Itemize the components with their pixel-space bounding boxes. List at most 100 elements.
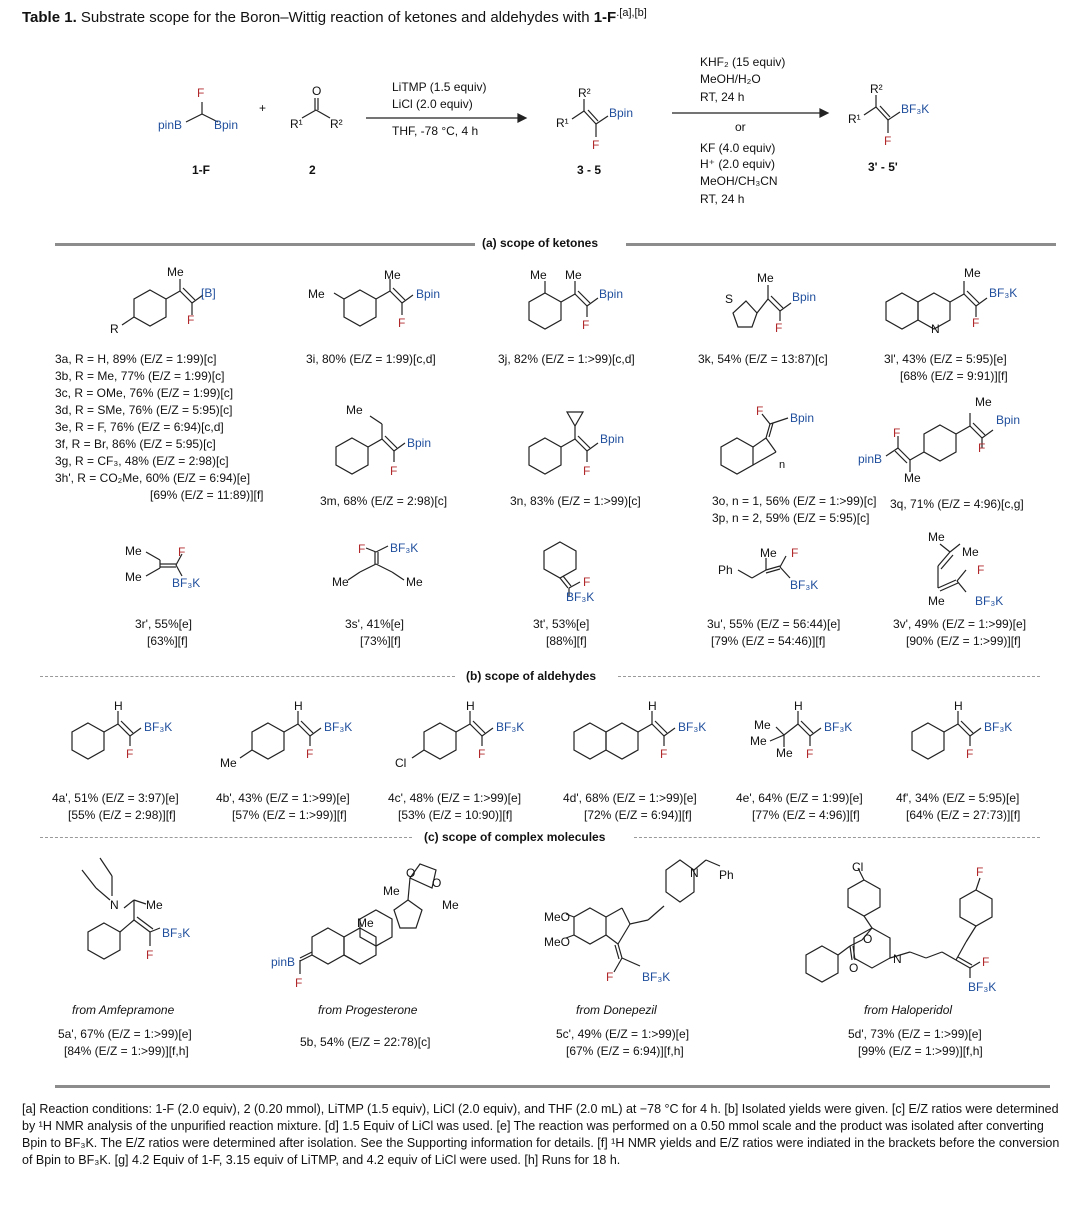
3s-BF3K: BF₃K: [390, 541, 419, 555]
section-c-rule-left: [40, 837, 412, 838]
ketone-row2-structures: [335, 411, 994, 475]
5b-pinB: pinB: [271, 955, 296, 969]
5c-MeO-2: MeO: [544, 935, 571, 949]
3s-caption-2: [73%][f]: [360, 634, 401, 648]
5c-caption-2: [67% (E/Z = 6:94)][f,h]: [566, 1044, 684, 1058]
3o-F: F: [756, 404, 764, 418]
carbonyl-O: O: [312, 84, 322, 98]
3n-caption: 3n, 83% (E/Z = 1:>99)[c]: [510, 494, 641, 508]
5a-BF3K: BF₃K: [162, 926, 191, 940]
3a-list-7: 3h', R = CO₂Me, 60% (E/Z = 6:94)[e]: [55, 471, 251, 485]
5b-caption: 5b, 54% (E/Z = 22:78)[c]: [300, 1035, 431, 1049]
4f-BF3K: BF₃K: [984, 720, 1013, 734]
3a-B: [B]: [201, 286, 216, 300]
5d-from: from Haloperidol: [864, 1003, 953, 1017]
4e-caption-2: [77% (E/Z = 4:96)][f]: [752, 808, 860, 822]
4c-BF3K: BF₃K: [496, 720, 525, 734]
5a-F: F: [146, 948, 154, 962]
3k-S: S: [725, 292, 734, 306]
5b-from: from Progesterone: [318, 1003, 418, 1017]
3r-caption-2: [63%][f]: [147, 634, 188, 648]
conditions2-or: or: [735, 120, 746, 134]
5a-from: from Amfepramone: [72, 1003, 175, 1017]
5a-caption: 5a', 67% (E/Z = 1:>99)[e]: [58, 1027, 192, 1041]
section-c-title: (c) scope of complex molecules: [424, 830, 606, 844]
5d-O-ester: O: [863, 932, 873, 946]
3k-caption: 3k, 54% (E/Z = 13:87)[c]: [698, 352, 828, 366]
3q-Me-top: Me: [975, 395, 992, 409]
3p-caption: 3p, n = 2, 59% (E/Z = 5:95)[c]: [712, 511, 870, 525]
3q-pinB: pinB: [858, 452, 883, 466]
5d-F: F: [982, 955, 990, 969]
3a-list-3: 3d, R = SMe, 76% (E/Z = 5:95)[c]: [55, 403, 233, 417]
3r-Me-top: Me: [125, 544, 142, 558]
5d-N: N: [893, 952, 902, 966]
3t-caption-2: [88%][f]: [546, 634, 587, 648]
4b-caption-2: [57% (E/Z = 1:>99)][f]: [232, 808, 347, 822]
reagent-label: 1-F: [192, 163, 210, 177]
3t-F: F: [583, 575, 591, 589]
3l-BF3K: BF₃K: [989, 286, 1018, 300]
3r-caption: 3r', 55%[e]: [135, 617, 192, 631]
product-R2: R²: [870, 82, 883, 96]
5c-N: N: [690, 866, 699, 880]
3o-n: n: [779, 459, 786, 471]
3a-list-1: 3b, R = Me, 77% (E/Z = 1:99)[c]: [55, 369, 225, 383]
3r-F: F: [178, 545, 186, 559]
3j-Me-ring: Me: [530, 268, 547, 282]
3l-F: F: [972, 316, 980, 330]
reagent-F: F: [197, 86, 205, 100]
3k-F: F: [775, 321, 783, 335]
5a-N: N: [110, 898, 119, 912]
5d-Cl: Cl: [852, 860, 864, 874]
reagent-pinB: pinB: [158, 118, 183, 132]
4e-Me-2: Me: [750, 734, 767, 748]
4a-H: H: [114, 699, 123, 713]
3s-caption: 3s', 41%[e]: [345, 617, 404, 631]
3o-Bpin: Bpin: [790, 411, 815, 425]
4e-Me-1: Me: [754, 718, 771, 732]
intermediate-R1: R¹: [556, 116, 569, 130]
4a-caption-2: [55% (E/Z = 2:98)][f]: [68, 808, 176, 822]
section-a-rule-right: [626, 243, 1056, 246]
section-a-title: (a) scope of ketones: [482, 236, 599, 250]
4d-caption-2: [72% (E/Z = 6:94)][f]: [584, 808, 692, 822]
4d-F: F: [660, 747, 668, 761]
4d-H: H: [648, 699, 657, 713]
3a-F: F: [187, 313, 195, 327]
ketone-row1-structures: [121, 279, 988, 330]
4f-caption-2: [64% (E/Z = 27:73)][f]: [906, 808, 1021, 822]
4b-H: H: [294, 699, 303, 713]
4c-Cl: Cl: [395, 756, 407, 770]
3r-BF3K: BF₃K: [172, 576, 201, 590]
4b-caption: 4b', 43% (E/Z = 1:>99)[e]: [216, 791, 350, 805]
conditions2-top-3: RT, 24 h: [700, 90, 745, 104]
carbonyl-R2: R²: [330, 117, 343, 131]
table-label: Table 1.: [22, 9, 77, 26]
conditions2-bottom-3: MeOH/CH₃CN: [700, 174, 778, 188]
conditions1-line2: LiCl (2.0 equiv): [392, 97, 473, 111]
5d-O-carbonyl: O: [849, 961, 859, 975]
product-BF3K: BF₃K: [901, 102, 930, 116]
3m-Bpin: Bpin: [407, 436, 432, 450]
5c-MeO-1: MeO: [544, 910, 571, 924]
product-label: 3' - 5': [868, 160, 898, 174]
3o-caption: 3o, n = 1, 56% (E/Z = 1:>99)[c]: [712, 494, 877, 508]
intermediate-Bpin: Bpin: [609, 106, 634, 120]
3a-list-0: 3a, R = H, 89% (E/Z = 1:99)[c]: [55, 352, 217, 366]
3j-caption: 3j, 82% (E/Z = 1:>99)[c,d]: [498, 352, 635, 366]
5d-caption-2: [99% (E/Z = 1:>99)][f,h]: [858, 1044, 983, 1058]
4e-F: F: [806, 747, 814, 761]
5a-caption-2: [84% (E/Z = 1:>99)][f,h]: [64, 1044, 189, 1058]
3a-list-8: [69% (E/Z = 11:89)][f]: [150, 488, 264, 502]
3n-F: F: [583, 464, 591, 478]
4c-caption: 4c', 48% (E/Z = 1:>99)[e]: [388, 791, 522, 805]
3q-F-left: F: [893, 426, 901, 440]
3n-Bpin: Bpin: [600, 432, 625, 446]
plus-sign: +: [259, 101, 267, 115]
conditions1-line1: LiTMP (1.5 equiv): [392, 80, 487, 94]
5c-from: from Donepezil: [576, 1003, 657, 1017]
3i-F: F: [398, 316, 406, 330]
3v-Me-bottom: Me: [928, 594, 945, 608]
title-reagent: 1-F: [593, 9, 617, 26]
